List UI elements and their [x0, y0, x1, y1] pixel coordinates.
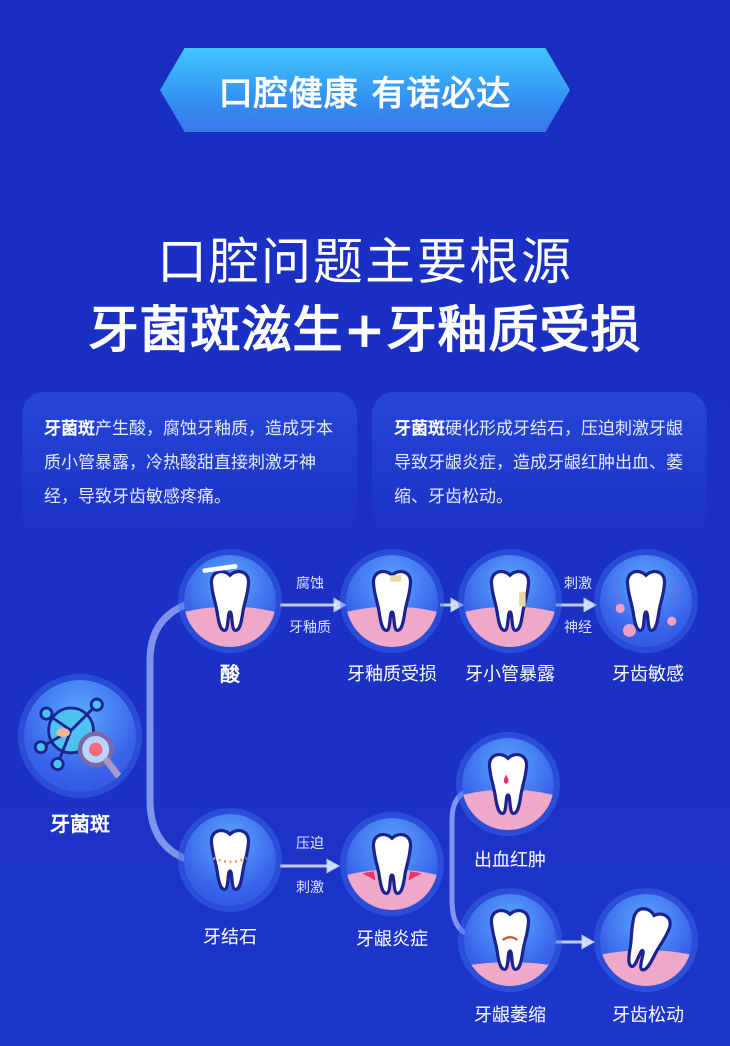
card-text: 硬化形成牙结石，压迫刺激牙龈导致牙龈炎症，造成牙龈红肿出血、萎缩、牙齿松动。 [394, 419, 683, 507]
title-line-2: 牙菌斑滋生+牙釉质受损 [88, 301, 642, 359]
card-bold: 牙菌斑 [394, 419, 445, 439]
card-gum: 牙菌斑硬化形成牙结石，压迫刺激牙龈导致牙龈炎症，造成牙龈红肿出血、萎缩、牙齿松动… [372, 392, 707, 542]
node-calculus: 牙结石 [203, 927, 257, 948]
node-tubule: 牙小管暴露 [465, 664, 555, 685]
node-plaque: 牙菌斑 [50, 812, 110, 836]
sensitive-tooth-icon [600, 555, 692, 647]
arrow-label: 腐蚀 [296, 576, 324, 592]
arrow-label: 牙釉质 [289, 620, 331, 636]
arrow-label: 神经 [564, 620, 592, 636]
node-acid: 酸 [220, 662, 240, 686]
gingivitis-tooth-icon [346, 818, 438, 910]
arrow-label: 刺激 [296, 880, 324, 896]
card-bold: 牙菌斑 [44, 419, 95, 439]
arrow-label: 压迫 [296, 836, 324, 852]
card-text: 产生酸，腐蚀牙釉质，造成牙本质小管暴露，冷热酸甜直接刺激牙神经，导致牙齿敏感疼痛… [44, 419, 333, 507]
enamel-damage-tooth-icon [346, 555, 438, 647]
card-enamel: 牙菌斑产生酸，腐蚀牙釉质，造成牙本质小管暴露，冷热酸甜直接刺激牙神经，导致牙齿敏… [22, 392, 357, 542]
node-recession: 牙龈萎缩 [474, 1005, 546, 1026]
node-bleeding: 出血红肿 [474, 850, 546, 871]
banner: 口腔健康 有诺必达 [160, 48, 570, 132]
acid-tooth-icon [184, 555, 276, 647]
bleeding-tooth-icon [462, 738, 554, 830]
arrow-label: 刺激 [564, 576, 592, 592]
tubule-exposed-tooth-icon [464, 555, 556, 647]
calculus-tooth-icon [184, 814, 276, 906]
node-gingivitis: 牙龈炎症 [356, 929, 428, 950]
node-sensitive: 牙齿敏感 [612, 664, 684, 685]
loose-tooth-icon [600, 894, 692, 986]
recession-tooth-icon [464, 894, 556, 986]
node-loose: 牙齿松动 [612, 1005, 684, 1026]
title-line-1: 口腔问题主要根源 [157, 233, 573, 291]
node-enamel: 牙釉质受损 [347, 664, 437, 685]
plaque-germ-icon [24, 680, 136, 792]
